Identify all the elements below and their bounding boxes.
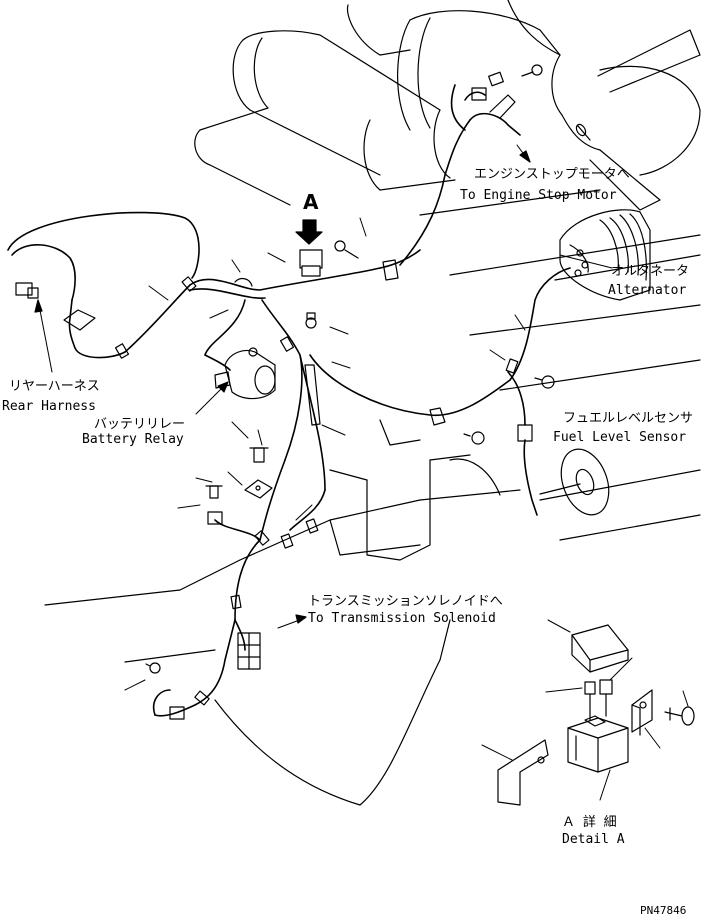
battery-relay-label-jp: バッテリリレー [94,417,185,432]
fuel-level-sensor-connector [517,424,533,442]
connectors [15,64,591,720]
transmission-solenoid-label-en: To Transmission Solenoid [308,611,496,626]
part-number: PN47846 [640,904,686,917]
wire-harness [7,84,571,717]
battery-relay-label-en: Battery Relay [82,432,184,447]
transmission-solenoid-label-jp: トランスミッションソレノイドへ [308,594,503,609]
fuel-level-sensor-label-en: Fuel Level Sensor [553,430,686,445]
detail-a-inset [481,619,695,806]
view-marker-letter: A [303,190,319,214]
battery-relay [214,347,276,400]
alternator [559,209,651,301]
labels: エンジンストップモータへ To Engine Stop Motor オルタネータ… [2,167,693,917]
rear-harness-label-en: Rear Harness [2,399,96,414]
fuel-level-sensor-label-jp: フュエルレベルセンサ [563,411,693,426]
alternator-label-en: Alternator [608,283,686,298]
rear-harness-connector [15,282,33,296]
alternator-label-jp: オルタネータ [611,264,689,279]
engine-stop-motor-label-en: To Engine Stop Motor [460,188,617,203]
leader-lines [34,144,613,691]
engine-stop-motor-label-jp: エンジンストップモータへ [474,167,630,182]
detail-a-label-jp: Ａ 詳 細 [562,814,617,830]
rear-harness-label-jp: リヤーハーネス [9,379,100,394]
engine-outline [44,0,701,806]
connector-a [299,249,323,269]
view-a-marker: A [295,190,323,245]
detail-a-label-en: Detail A [562,832,625,847]
